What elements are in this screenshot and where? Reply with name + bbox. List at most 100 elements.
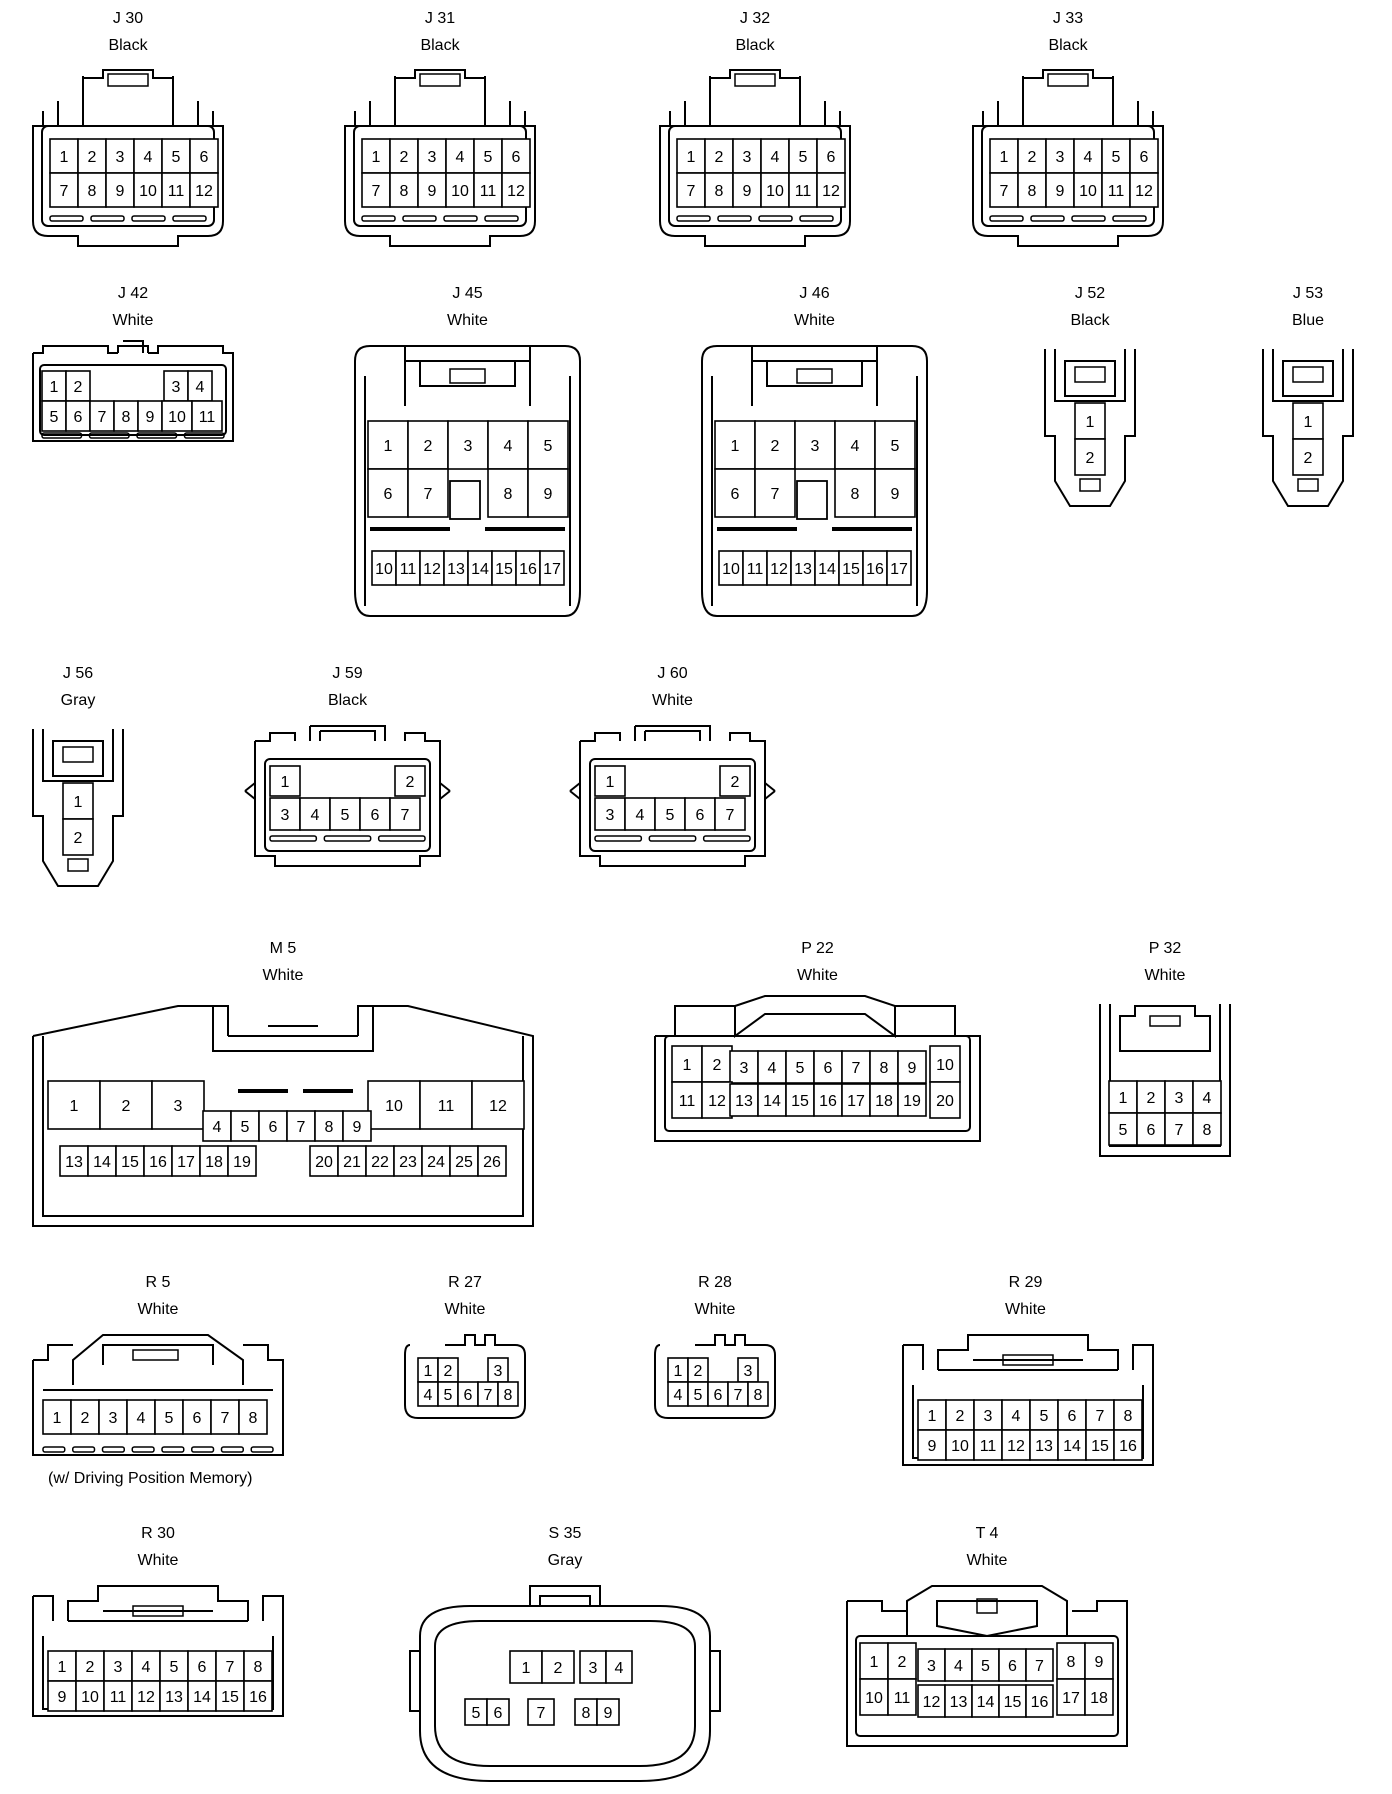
lock-slot <box>1112 215 1147 222</box>
pin-number: 1 <box>1304 414 1313 431</box>
pin-cavity <box>1045 138 1075 174</box>
pin-cavity <box>1129 138 1159 174</box>
connector-color: White <box>1005 1301 1046 1318</box>
pin-cavity <box>47 1680 77 1712</box>
pin-number: 4 <box>615 1660 624 1677</box>
lock-slot <box>377 835 426 842</box>
pin-cavity <box>243 1650 273 1682</box>
pin-number: 8 <box>1067 1654 1076 1671</box>
pin-number: 12 <box>195 183 213 200</box>
pin-number: 5 <box>891 438 900 455</box>
pin-number: 8 <box>1124 1408 1133 1425</box>
pin-number: 8 <box>88 183 97 200</box>
pin-number: 1 <box>50 379 59 396</box>
pin-cavity <box>367 468 409 518</box>
pin-number: 5 <box>981 1658 990 1675</box>
pin-cavity <box>75 1650 105 1682</box>
pin-cavity <box>62 818 94 856</box>
pin-number: 13 <box>165 1689 183 1706</box>
connector-face: 12 <box>1044 349 1136 507</box>
latch <box>1292 366 1324 383</box>
pin-cavity <box>1192 1080 1222 1114</box>
pin-number: 1 <box>1119 1090 1128 1107</box>
pin-cavity <box>509 1650 543 1684</box>
pin-number: 11 <box>795 183 812 200</box>
pin-number: 15 <box>121 1154 139 1171</box>
pin-cavity <box>596 1698 620 1726</box>
housing-outline <box>1099 1004 1231 1157</box>
pin-cavity <box>443 550 469 586</box>
lock-slot <box>717 215 752 222</box>
latch-outline <box>634 725 711 741</box>
pin-number: 6 <box>371 807 380 824</box>
pin-number: 9 <box>116 183 125 200</box>
lock-slot <box>484 215 519 222</box>
pin-number: 5 <box>165 1410 174 1427</box>
pin-cavity <box>269 797 301 831</box>
pin-number: 4 <box>142 1659 151 1676</box>
lock-slot <box>131 215 166 222</box>
pin-cavity <box>497 1381 519 1407</box>
pin-number: 14 <box>93 1154 111 1171</box>
pin-cavity <box>394 765 426 797</box>
pin-number: 7 <box>687 183 696 200</box>
latch-outline <box>710 69 800 79</box>
pin-number: 8 <box>880 1060 889 1077</box>
pin-number: 11 <box>480 183 497 200</box>
pin-number: 23 <box>399 1154 417 1171</box>
connector-color: White <box>966 1552 1008 1569</box>
pin-number: 9 <box>428 183 437 200</box>
pin-cavity <box>1292 438 1324 476</box>
pin-cavity <box>718 550 744 586</box>
pin-number: 21 <box>343 1154 361 1171</box>
pin-housing <box>39 364 227 436</box>
lock-slot <box>799 215 834 222</box>
pin-cavity <box>1136 1112 1166 1146</box>
housing-outline <box>659 125 851 247</box>
pin-number: 13 <box>794 561 812 578</box>
pin-number: 1 <box>74 794 83 811</box>
pin-cavity <box>766 550 792 586</box>
housing-outline <box>354 345 581 617</box>
pin-number: 8 <box>1203 1122 1212 1139</box>
pin-cavity <box>1029 1429 1059 1461</box>
connector-color: Black <box>420 37 460 54</box>
lock-slot <box>220 1446 244 1453</box>
pin-cavity <box>1108 1080 1138 1114</box>
pin-number: 16 <box>149 1154 167 1171</box>
pin-number: 6 <box>827 149 836 166</box>
pin-number: 3 <box>116 149 125 166</box>
pin-cavity <box>539 550 565 586</box>
pin-number: 7 <box>484 1387 493 1404</box>
pin-number: 10 <box>81 1689 99 1706</box>
pin-number: 10 <box>936 1057 954 1074</box>
pin-cavity <box>342 1110 372 1142</box>
pin-number: 2 <box>554 1660 563 1677</box>
pin-number: 18 <box>1090 1690 1108 1707</box>
pin-number: 11 <box>980 1438 997 1455</box>
pin-cavity <box>1108 1112 1138 1146</box>
lock-slot <box>758 215 793 222</box>
connector-color: White <box>137 1301 179 1318</box>
pin-cavity <box>541 1650 575 1684</box>
lock-slot <box>90 215 125 222</box>
pin-cavity <box>133 138 163 174</box>
pin-number: 14 <box>818 561 836 578</box>
pin-cavity <box>917 1648 946 1682</box>
pin-number: 4 <box>213 1119 222 1136</box>
pin-number: 11 <box>199 409 216 426</box>
pin-cavity <box>87 1145 117 1177</box>
pin-number: 13 <box>950 1694 968 1711</box>
pin-cavity <box>719 765 751 797</box>
pin-cavity <box>477 1145 507 1177</box>
pin-number: 2 <box>715 149 724 166</box>
pin-number: 1 <box>731 438 740 455</box>
pin-number: 19 <box>233 1154 251 1171</box>
latch <box>1149 1015 1181 1027</box>
latch-outline <box>67 1585 249 1622</box>
pin-cavity <box>286 1110 316 1142</box>
